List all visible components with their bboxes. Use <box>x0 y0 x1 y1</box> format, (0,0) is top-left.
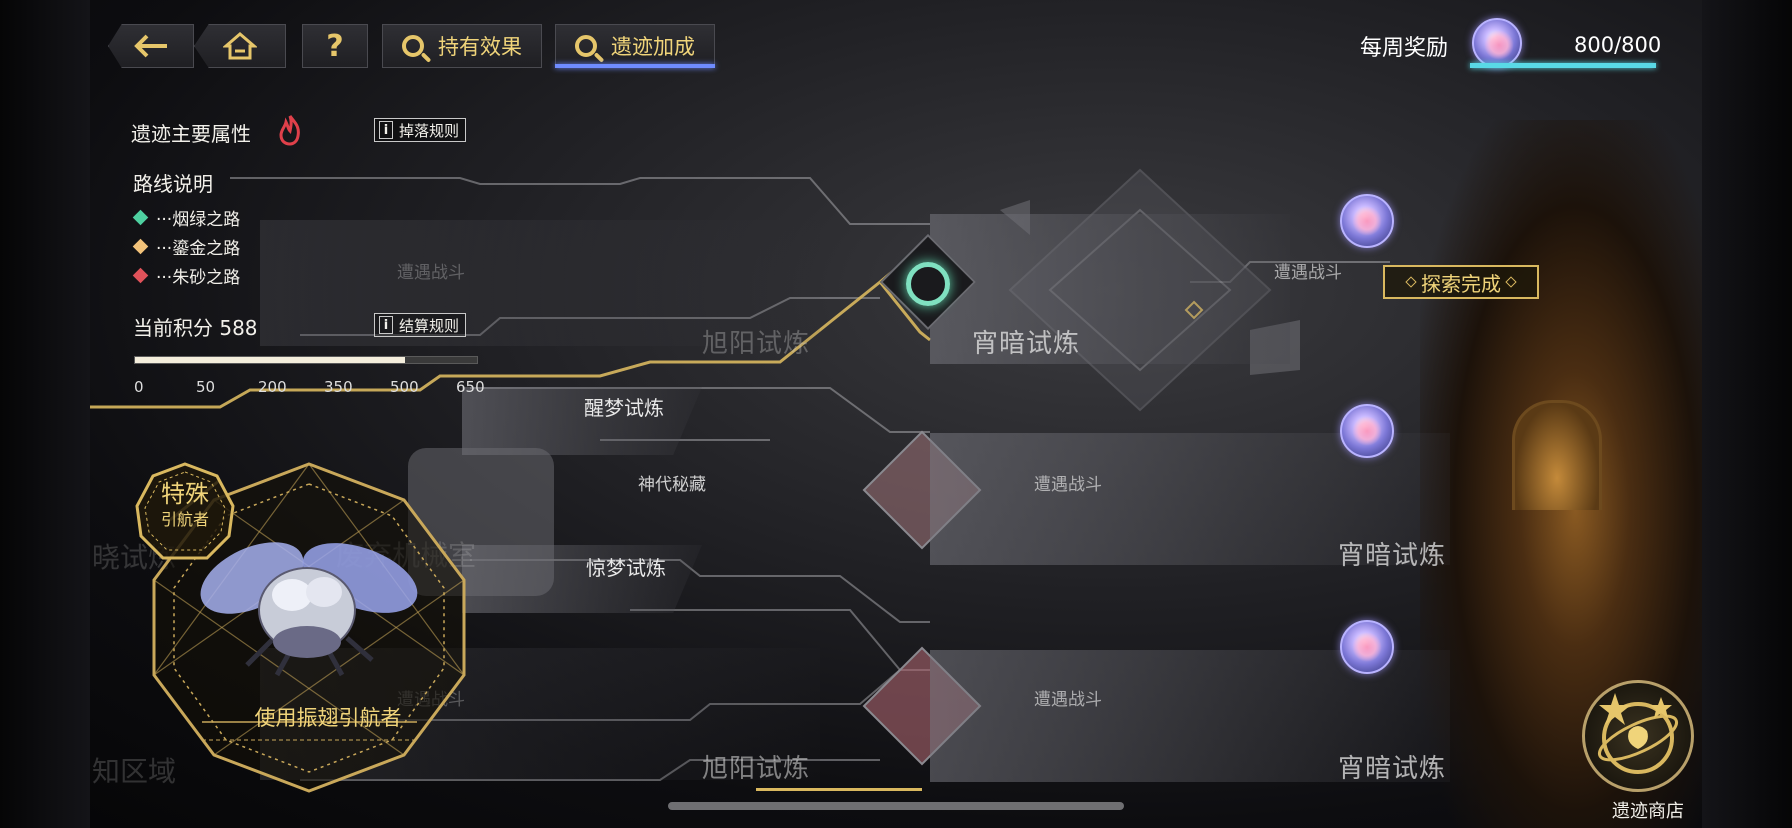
home-icon <box>223 32 257 60</box>
help-icon: ? <box>326 28 344 64</box>
fire-attribute-icon <box>279 115 300 146</box>
score-tick: 500 <box>390 378 419 396</box>
back-button[interactable] <box>108 24 194 68</box>
node-middle-sub: 遭遇战斗 <box>1034 475 1102 495</box>
info-icon: i <box>379 121 393 139</box>
reward-badge-icon-top[interactable] <box>1340 194 1394 248</box>
home-button[interactable] <box>194 24 286 68</box>
weekly-reward-label: 每周奖励 <box>1360 36 1449 61</box>
info-icon: i <box>379 316 393 334</box>
route-line-bottom <box>360 669 901 721</box>
search-icon <box>402 35 424 57</box>
score-progress-fill <box>135 357 406 363</box>
route-legend-green-label: ···烟绿之路 <box>156 210 241 230</box>
search-icon <box>575 35 597 57</box>
weekly-reward-icon[interactable] <box>1472 18 1522 68</box>
explore-complete-tag: 探索完成 <box>1383 265 1539 299</box>
gold-route-line-branch <box>878 281 931 342</box>
gold-diamond-icon <box>132 238 149 255</box>
route-legend-red-label: ···朱砂之路 <box>156 268 241 288</box>
route-line-top <box>230 177 930 225</box>
node-xuyang-top-title: 旭阳试炼 <box>702 329 811 359</box>
tag-diamond-right-icon <box>1505 276 1517 288</box>
node-jingmeng-title: 惊梦试炼 <box>586 556 666 580</box>
left-border <box>0 0 90 828</box>
home-indicator[interactable] <box>668 802 1124 810</box>
route-line-upper-mid <box>300 297 880 336</box>
score-tick: 650 <box>456 378 485 396</box>
reward-badge-icon-bottom[interactable] <box>1340 620 1394 674</box>
score-tick: 0 <box>134 378 144 396</box>
current-position-icon <box>906 262 950 306</box>
weekly-reward-value: 800/800 <box>1574 33 1662 57</box>
back-arrow-icon <box>134 34 167 58</box>
node-bottom-sub: 遭遇战斗 <box>1034 690 1102 710</box>
route-legend-red: ···朱砂之路 <box>132 263 241 288</box>
node-bottom-title: 宵暗试炼 <box>1338 754 1447 784</box>
score-tick: 350 <box>324 378 353 396</box>
beetle-guide-sprite <box>200 542 418 677</box>
ruins-bonus-label: 遗迹加成 <box>611 35 695 59</box>
node-shendai-title: 神代秘藏 <box>638 475 706 495</box>
route-description-title: 路线说明 <box>133 172 213 196</box>
node-xingmeng-panel[interactable] <box>462 387 702 455</box>
drop-rules-label: 掉落规则 <box>399 121 460 140</box>
red-diamond-icon <box>132 267 149 284</box>
weekly-reward-progress-bar <box>1470 63 1656 68</box>
special-badge-line2: 引航者 <box>160 510 209 529</box>
selected-node-underline <box>756 788 922 791</box>
score-progress-track <box>134 356 478 364</box>
use-guide-label[interactable]: 使用振翅引航者 <box>254 706 402 730</box>
help-button[interactable]: ? <box>302 24 368 68</box>
drop-rules-button[interactable]: i 掉落规则 <box>374 118 467 142</box>
corridor-door <box>1512 400 1602 510</box>
route-line-bottom-2 <box>300 759 880 781</box>
ghost-left-node-2: 知区域 <box>92 755 177 788</box>
route-legend-gold: ···鎏金之路 <box>132 234 241 259</box>
settlement-rules-label: 结算规则 <box>399 316 460 335</box>
ruins-bonus-button[interactable]: 遗迹加成 <box>555 24 715 68</box>
node-bottom-left-title: 旭阳试炼 <box>702 754 811 784</box>
node-xiaoan-top-panel[interactable] <box>930 214 1290 364</box>
reward-badge-icon-middle[interactable] <box>1340 404 1394 458</box>
node-xuyang-top-panel[interactable] <box>260 220 820 346</box>
gold-route-line <box>90 238 931 409</box>
score-tick: 200 <box>258 378 287 396</box>
route-legend-gold-label: ···鎏金之路 <box>156 239 241 259</box>
active-tab-indicator <box>555 64 715 68</box>
node-xuyang-top-sub: 遭遇战斗 <box>397 263 465 283</box>
special-guide-badge <box>135 462 235 560</box>
ruins-shop-label[interactable]: 遗迹商店 <box>1612 801 1684 822</box>
special-badge-line1: 特殊 <box>161 480 209 508</box>
tag-diamond-left-icon <box>1405 276 1417 288</box>
node-xingmeng-title: 醒梦试炼 <box>584 396 664 420</box>
current-score-label: 当前积分 588 <box>133 316 258 340</box>
shop-emblem-icon <box>1597 693 1679 774</box>
route-legend-green: ···烟绿之路 <box>132 205 241 230</box>
explore-complete-label: 探索完成 <box>1421 271 1501 296</box>
score-tick: 50 <box>196 378 216 396</box>
guide-frame[interactable] <box>142 460 477 795</box>
held-effects-button[interactable]: 持有效果 <box>382 24 542 68</box>
ruins-shop-button[interactable] <box>1582 680 1694 792</box>
held-effects-label: 持有效果 <box>438 35 522 59</box>
right-border <box>1702 0 1792 828</box>
node-xiaoan-top-title: 宵暗试炼 <box>972 329 1081 359</box>
settlement-rules-button[interactable]: i 结算规则 <box>374 313 467 337</box>
node-xiaoan-top-sub: 遭遇战斗 <box>1274 263 1342 283</box>
node-middle-title: 宵暗试炼 <box>1338 541 1447 571</box>
green-diamond-icon <box>132 209 149 226</box>
main-attribute-label: 遗迹主要属性 <box>131 122 251 146</box>
